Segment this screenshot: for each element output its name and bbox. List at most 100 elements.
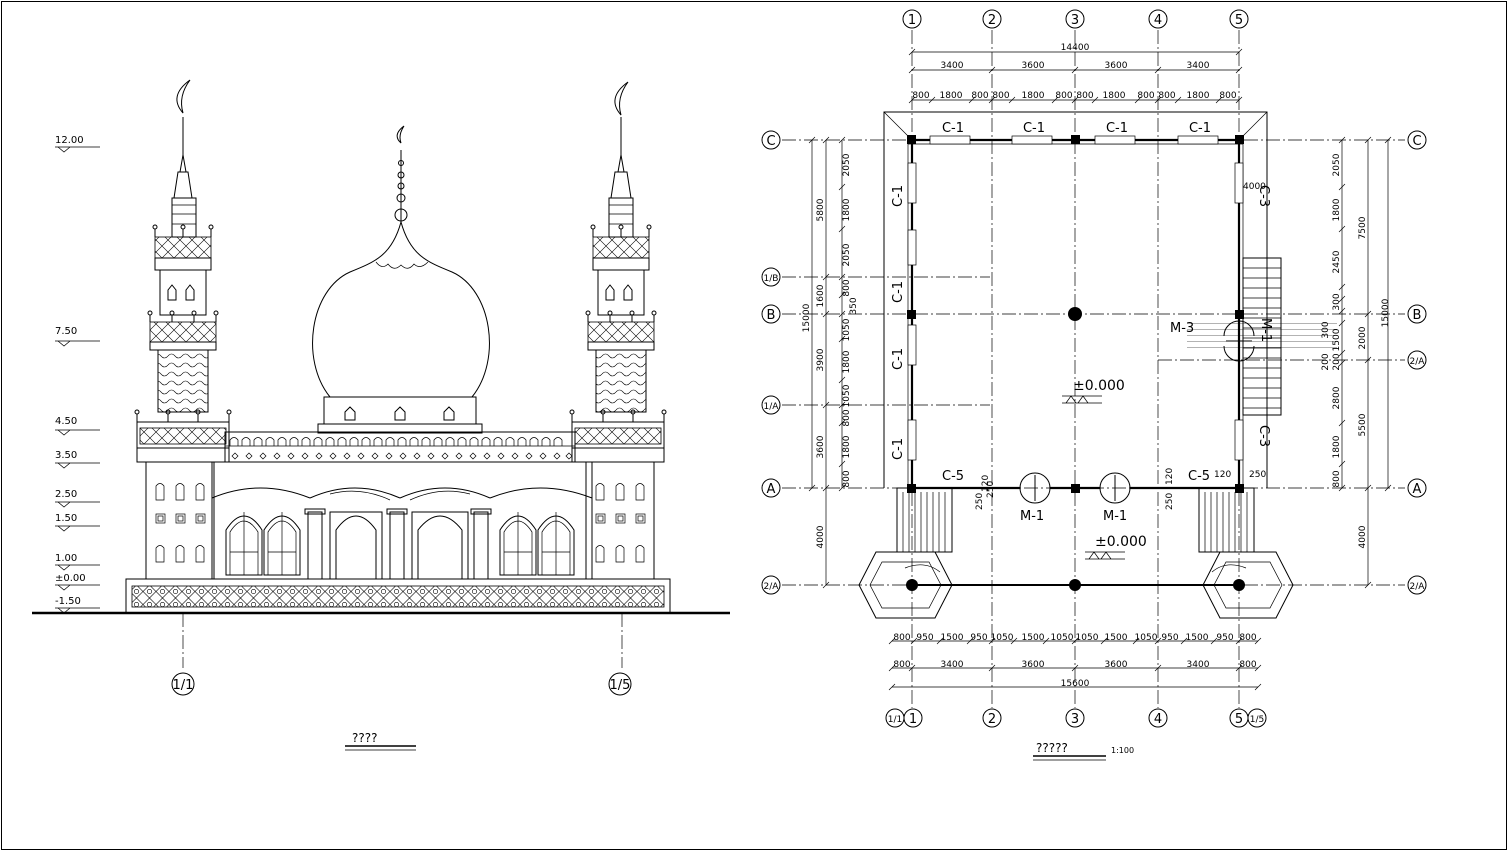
top-axis-bubbles: 1 2 3 4 5 — [902, 9, 1249, 29]
level-markers: 12.00 7.50 4.50 3.50 2.50 1.50 — [55, 135, 100, 614]
level-marker: 4.50 — [55, 416, 100, 436]
dim-bay: 800 — [1239, 660, 1256, 670]
dim-total-left: 15000 — [802, 303, 812, 332]
dim-inner: 2800 — [1332, 386, 1342, 409]
hall-body — [211, 461, 593, 580]
plan-levels: ±0.000 ±0.000 — [1062, 378, 1147, 560]
dim-small: 4000 — [1243, 182, 1266, 192]
axis-label: C — [766, 134, 775, 149]
dim-outer: 3900 — [816, 348, 826, 371]
level-text: 1.50 — [55, 513, 77, 524]
level-inside: ±0.000 — [1073, 378, 1125, 394]
axis-label: 4 — [1154, 13, 1162, 28]
dim-seg: 1800 — [940, 91, 963, 101]
door-label: M-3 — [1170, 321, 1194, 336]
level-text: 3.50 — [55, 450, 77, 461]
axis-label: 4 — [1154, 712, 1162, 727]
level-marker: 3.50 — [55, 450, 100, 469]
level-text: 12.00 — [55, 135, 84, 146]
axis-label: 1/5 — [610, 678, 631, 693]
dim-inner: 1800 — [842, 350, 852, 373]
dim-inner: 350 — [849, 297, 859, 314]
level-text: 4.50 — [55, 416, 77, 427]
top-segment-dims: 800 1800 800 800 1800 800 800 1800 800 8… — [912, 91, 1236, 101]
dim-seg: 800 — [1219, 91, 1236, 101]
dim-seg: 1500 — [941, 633, 964, 643]
window-label: C-1 — [1189, 121, 1211, 136]
dim-outer: 3600 — [816, 435, 826, 458]
dim-inner: 200 — [1321, 353, 1331, 370]
level-marker: 2.50 — [55, 489, 100, 508]
dim-seg: 800 — [912, 91, 929, 101]
dim-seg: 1500 — [1022, 633, 1045, 643]
arched-window-group-left — [225, 512, 301, 576]
dim-seg: 800 — [1158, 91, 1175, 101]
window-label: C-5 — [1188, 469, 1210, 484]
entrance-arch — [329, 511, 383, 579]
dim-seg: 800 — [1055, 91, 1072, 101]
dim-small: 120 — [981, 475, 991, 492]
right-dimensions — [1338, 136, 1392, 589]
dim-small: 250 — [1165, 493, 1175, 510]
axis-label: 2 — [988, 13, 996, 28]
door-label: M-1 — [1258, 318, 1273, 342]
dim-bay: 3400 — [1187, 61, 1210, 71]
level-text: -1.50 — [55, 596, 81, 607]
plan-scale: 1:100 — [1111, 746, 1134, 755]
plan-axis-lines — [782, 30, 1405, 708]
axis-bubble: 1/5 — [608, 672, 632, 696]
parapet-arches — [229, 437, 573, 460]
dim-seg: 800 — [1137, 91, 1154, 101]
dim-inner: 2050 — [1332, 153, 1342, 176]
entrance-arch — [411, 511, 469, 579]
dim-total-right: 15000 — [1381, 298, 1391, 327]
dim-inner: 800 — [1332, 470, 1342, 487]
dim-inner: 1800 — [842, 198, 852, 221]
dim-seg: 800 — [992, 91, 1009, 101]
axis-label: 2/A — [1410, 582, 1426, 592]
axis-label: 1/5 — [1250, 715, 1264, 725]
dim-inner: 300 — [1321, 321, 1331, 338]
dim-total-bottom: 15600 — [1061, 679, 1090, 689]
dome-scallop — [375, 261, 429, 269]
door-label: M-1 — [1020, 509, 1044, 524]
dim-inner: 1050 — [842, 318, 852, 341]
dim-inner: 800 — [842, 279, 852, 296]
dim-inner: 1800 — [1332, 435, 1342, 458]
level-marker: -1.50 — [55, 596, 100, 614]
dim-outer: 7500 — [1358, 216, 1368, 239]
dim-small: 250 — [975, 493, 985, 510]
dim-bay: 3600 — [1105, 660, 1128, 670]
dim-inner: 800 — [842, 470, 852, 487]
left-axis-bubbles: C 1/B B 1/A A 2/A — [761, 130, 781, 595]
dim-small: 250 — [1249, 470, 1266, 480]
axis-label: 3 — [1071, 13, 1079, 28]
left-outer-dims: 5800 1600 3900 3600 4000 — [816, 198, 826, 548]
dim-bay: 3600 — [1105, 61, 1128, 71]
axis-label: A — [1413, 482, 1422, 497]
axis-label: 3 — [1071, 712, 1079, 727]
dim-seg: 950 — [1161, 633, 1178, 643]
dim-seg: 800 — [1239, 633, 1256, 643]
minaret-left — [134, 79, 232, 580]
minaret-right — [569, 81, 667, 580]
bottom-dimensions — [888, 637, 1262, 691]
axis-label: 2/A — [1410, 357, 1426, 367]
level-marker: ±0.00 — [55, 573, 100, 591]
dim-inner: 300 — [1332, 293, 1342, 310]
level-text: ±0.00 — [55, 573, 86, 584]
dim-outer: 1600 — [816, 284, 826, 307]
axis-label: 5 — [1235, 13, 1243, 28]
dim-bay: 3400 — [941, 660, 964, 670]
dim-seg: 1800 — [1022, 91, 1045, 101]
dim-seg: 950 — [1216, 633, 1233, 643]
axis-label: 5 — [1235, 712, 1243, 727]
dim-seg: 950 — [916, 633, 933, 643]
dim-seg: 1800 — [1187, 91, 1210, 101]
axis-label: 1 — [908, 13, 916, 28]
dim-total-top: 14400 — [1061, 43, 1090, 53]
level-text: 1.00 — [55, 553, 77, 564]
dim-inner: 800 — [842, 409, 852, 426]
dim-seg: 1050 — [1076, 633, 1099, 643]
dim-inner: 1050 — [842, 384, 852, 407]
